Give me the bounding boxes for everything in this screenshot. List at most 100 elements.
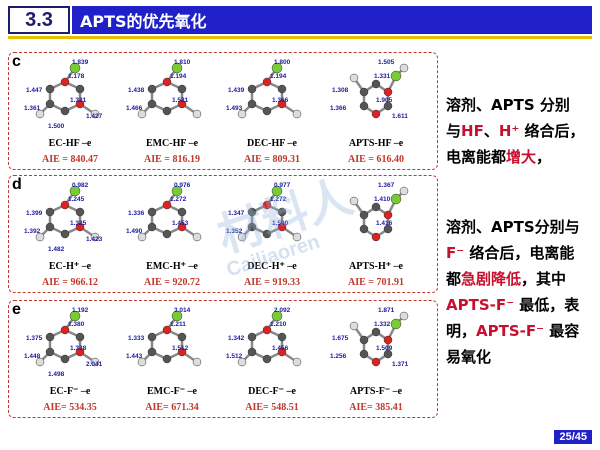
bond-length: 0.977: [274, 182, 291, 189]
bond-length: 1.490: [126, 228, 143, 235]
atom: [349, 196, 359, 206]
aie-value: AIE = 920.72: [144, 277, 200, 288]
side-note-1: 溶剂、APTS 分别 与HF、H⁺ 络合后， 电离能都增大，: [446, 92, 596, 170]
bond-length: 1.498: [48, 371, 65, 378]
atom: [69, 62, 81, 74]
bond-length: 1.505: [378, 59, 395, 66]
bond-length: 1.308: [332, 87, 349, 94]
aie-value: AIE= 385.41: [349, 402, 403, 413]
bond-length: 1.500: [48, 123, 65, 130]
text: ，: [536, 148, 552, 166]
complex-name: APTS-HF –e: [348, 138, 404, 149]
atom: [371, 357, 381, 367]
atom: [147, 222, 157, 232]
panel-label: c: [12, 53, 21, 70]
bond-length: 1.482: [48, 246, 65, 253]
atom: [383, 224, 393, 234]
panel-label: e: [12, 301, 21, 318]
text: ，其中: [521, 270, 567, 288]
atom: [75, 207, 85, 217]
atom: [271, 310, 283, 322]
atom: [45, 99, 55, 109]
side-note-2: 溶剂、APTS分别与 F⁻ 络合后，电离能 都急剧降低，其中 APTS-F⁻ 最…: [446, 214, 596, 370]
atom: [147, 99, 157, 109]
bond-length: 1.366: [330, 105, 347, 112]
panel-label: d: [12, 176, 22, 193]
bond-length: 1.256: [330, 353, 347, 360]
aie-value: AIE = 809.31: [244, 154, 300, 165]
bond-length: 0.982: [72, 182, 89, 189]
bond-length: 1.347: [228, 210, 245, 217]
bond-length: 1.611: [392, 113, 408, 120]
highlight: 急剧降低: [461, 270, 522, 288]
bond-length: 1.416: [376, 220, 393, 227]
atom: [90, 357, 100, 367]
bond-length: 1.439: [228, 87, 245, 94]
atom: [137, 357, 147, 367]
atom: [349, 73, 359, 83]
bond-length: 0.976: [174, 182, 191, 189]
aie-value: AIE= 534.35: [43, 402, 97, 413]
atom: [247, 332, 257, 342]
atom: [292, 232, 302, 242]
atom: [60, 106, 70, 116]
atom: [262, 354, 272, 364]
complex-name: EC-F⁻ –e: [49, 386, 91, 397]
bond-length: 1.332: [374, 321, 391, 328]
atom: [69, 185, 81, 197]
highlight: HF: [461, 122, 484, 140]
atom: [371, 202, 381, 212]
aie-value: AIE= 671.34: [145, 402, 199, 413]
bond-length: 1.192: [72, 307, 89, 314]
bond-length: 1.399: [26, 210, 43, 217]
atom: [90, 232, 100, 242]
bond-length: 1.448: [24, 353, 41, 360]
atom: [69, 310, 81, 322]
text: 明，: [446, 322, 477, 340]
aie-value: AIE = 840.47: [42, 154, 98, 165]
atom: [162, 229, 172, 239]
atom: [383, 210, 393, 220]
atom: [192, 357, 202, 367]
complex-name: DEC-HF –e: [247, 138, 297, 149]
atom: [171, 185, 183, 197]
atom: [45, 222, 55, 232]
text: 易氧化: [446, 348, 492, 366]
bond-length: 1.342: [228, 335, 245, 342]
highlight: APTS-F⁻: [446, 296, 515, 314]
atom: [137, 109, 147, 119]
bond-length: 1.336: [128, 210, 145, 217]
atom: [271, 185, 283, 197]
atom: [237, 232, 247, 242]
header-divider: [8, 36, 592, 39]
atom: [162, 200, 172, 210]
bond-length: 1.905: [376, 97, 393, 104]
panel-c: c: [8, 52, 438, 170]
bond-length: 1.810: [174, 59, 191, 66]
atom: [277, 99, 287, 109]
bond-length: 1.366: [272, 97, 289, 104]
atom: [162, 77, 172, 87]
bond-length: 3.014: [174, 307, 191, 314]
atom: [192, 232, 202, 242]
bond-length: 1.447: [26, 87, 43, 94]
bond-length: 1.500: [272, 220, 289, 227]
atom: [371, 232, 381, 242]
atom: [383, 349, 393, 359]
atom: [147, 347, 157, 357]
text: 溶剂、APTS分别与: [446, 218, 580, 236]
bond-length: 1.839: [72, 59, 89, 66]
bond-length: 2.041: [86, 361, 103, 368]
